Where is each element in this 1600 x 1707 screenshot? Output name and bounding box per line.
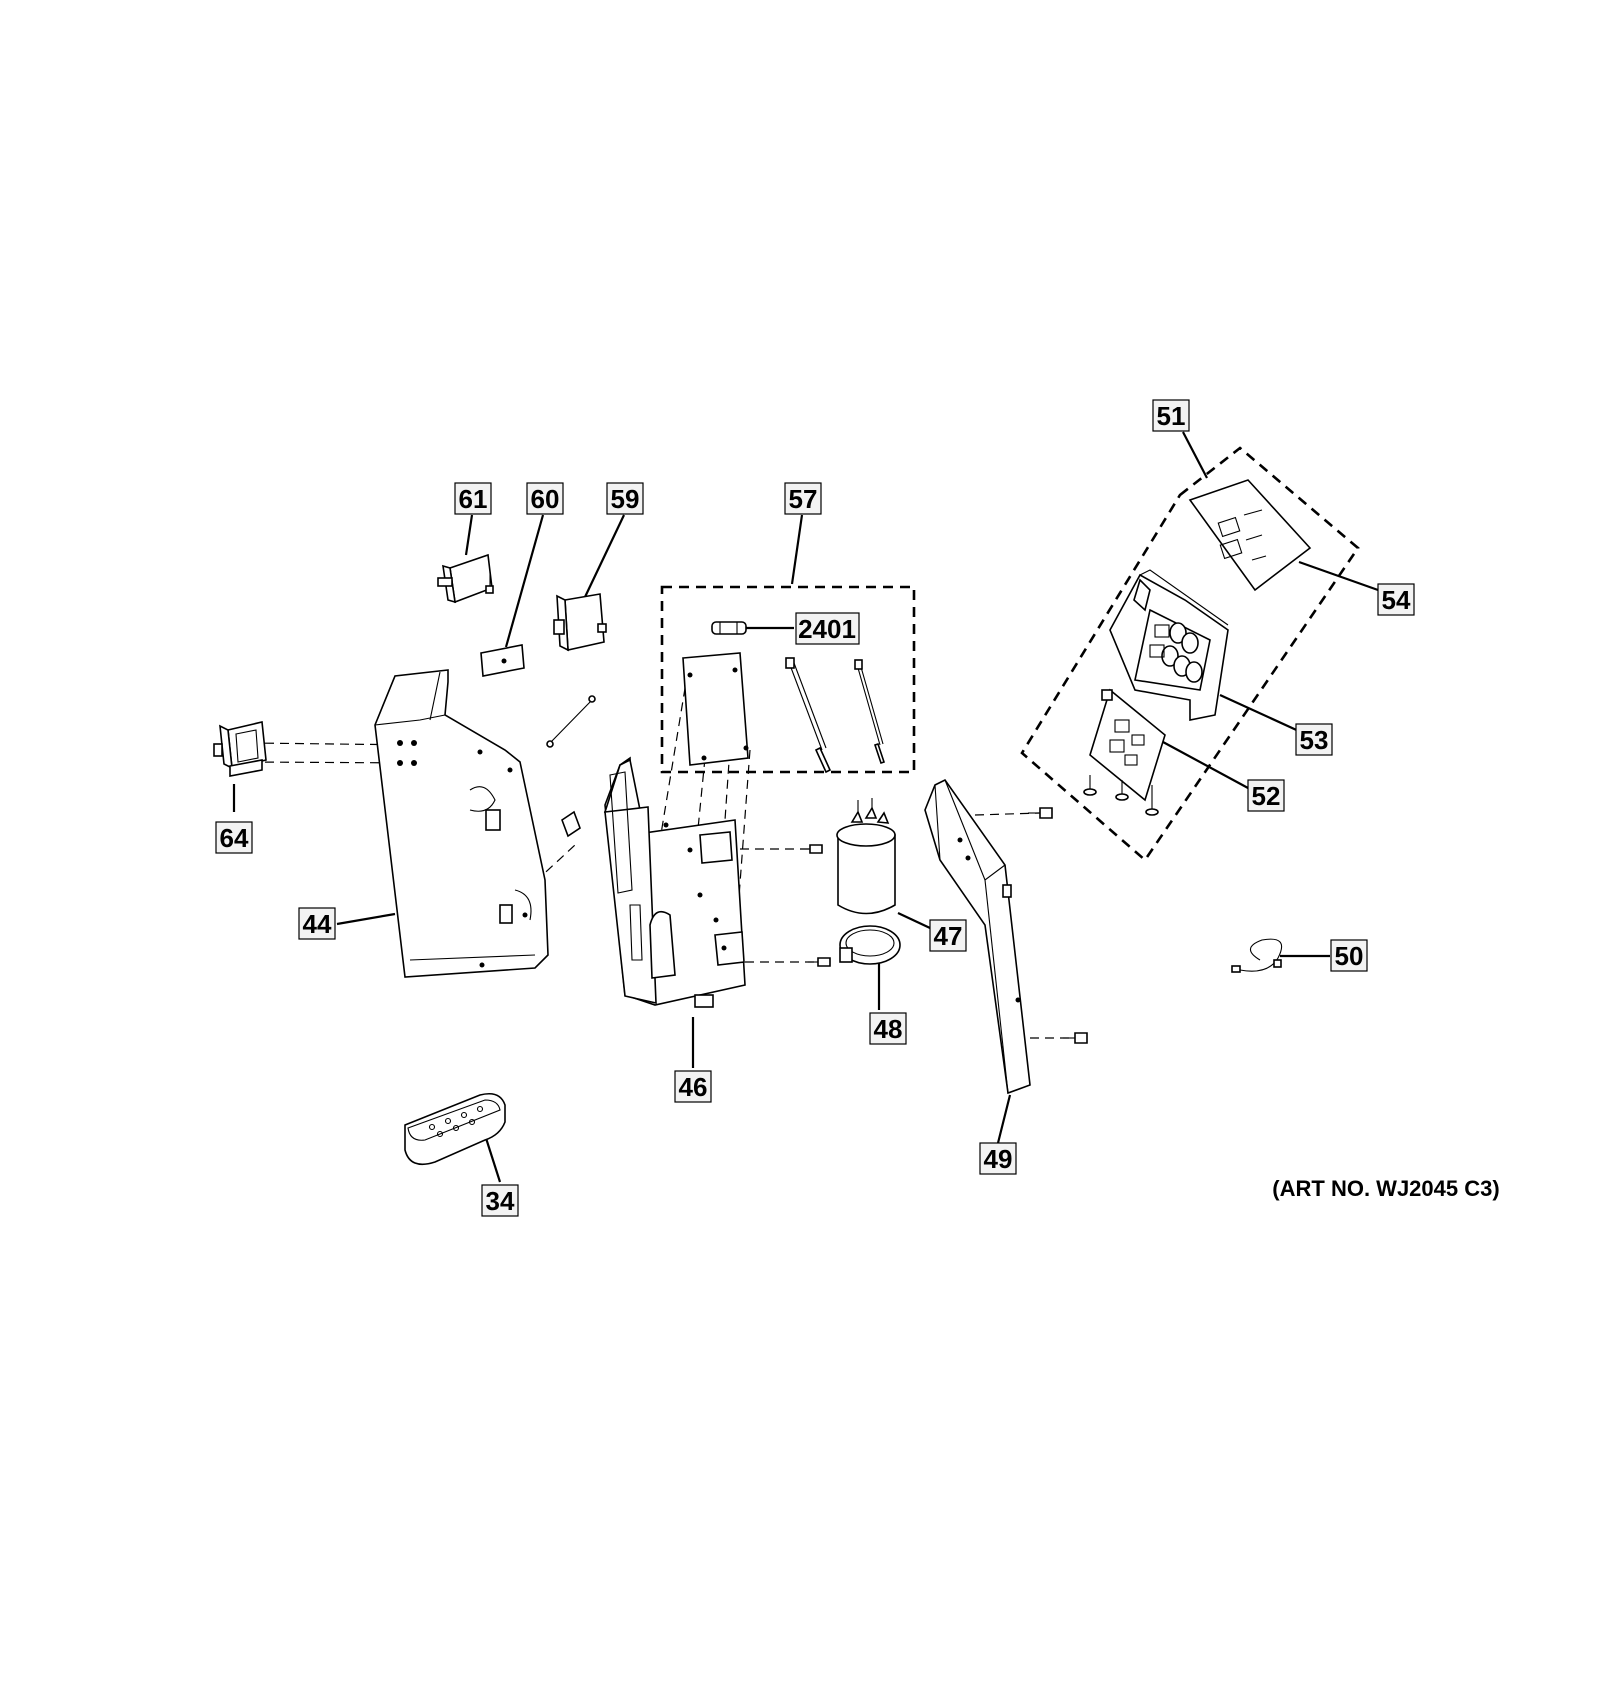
callout-44-label: 44 [303,909,332,939]
callout-64-label: 64 [220,823,249,853]
callout-34: 34 [481,1184,519,1217]
part-64-transformer [213,721,267,777]
callout-57-label: 57 [789,484,818,514]
callout-47: 47 [929,919,967,952]
callout-51: 51 [1152,399,1190,432]
part-53-control-housing [1109,569,1229,721]
part-49-side-panel [924,778,1031,1095]
callout-46: 46 [674,1070,712,1103]
callout-2401: 2401 [795,612,860,645]
part-47-capacitor [836,798,896,915]
callout-61-label: 61 [459,484,488,514]
callout-51-label: 51 [1157,401,1186,431]
part-61-relay [437,553,494,604]
callout-54: 54 [1377,583,1415,616]
callout-49-label: 49 [984,1144,1013,1174]
part-57-board-kit [682,621,886,774]
callout-64: 64 [215,821,253,854]
callout-52-label: 52 [1252,781,1281,811]
callout-52: 52 [1247,779,1285,812]
callout-47-label: 47 [934,921,963,951]
part-48-strap [839,925,901,965]
part-34-remote-control [404,1092,506,1166]
callout-46-label: 46 [679,1072,708,1102]
callout-50-label: 50 [1335,941,1364,971]
part-59-relay [553,593,607,652]
callout-61: 61 [454,482,492,515]
part-52-circuit-board [1083,688,1166,816]
callout-44: 44 [298,907,336,940]
callout-2401-label: 2401 [798,614,856,644]
group-57-dashed-outline [660,585,916,774]
callout-53: 53 [1295,723,1333,756]
leader-lines [232,431,1379,1183]
part-50-wire [1231,938,1283,973]
callout-60-label: 60 [531,484,560,514]
callout-54-label: 54 [1382,585,1411,615]
callout-48: 48 [869,1012,907,1045]
callout-34-label: 34 [486,1186,515,1216]
callout-48-label: 48 [874,1014,903,1044]
part-46-chassis [603,756,746,1008]
part-54-overlay [1188,479,1312,592]
callout-50: 50 [1330,939,1368,972]
wire-connector [546,695,596,838]
callout-59: 59 [606,482,644,515]
callout-53-label: 53 [1300,725,1329,755]
callout-60: 60 [526,482,564,515]
callout-49: 49 [979,1142,1017,1175]
callout-57: 57 [784,482,822,515]
part-44-control-box-panel [374,669,549,978]
screws [800,807,1088,1044]
callout-59-label: 59 [611,484,640,514]
part-60-block [480,644,525,677]
art-number: (ART NO. WJ2045 C3) [1272,1176,1499,1201]
group-51-dashed-outline [1020,446,1360,862]
